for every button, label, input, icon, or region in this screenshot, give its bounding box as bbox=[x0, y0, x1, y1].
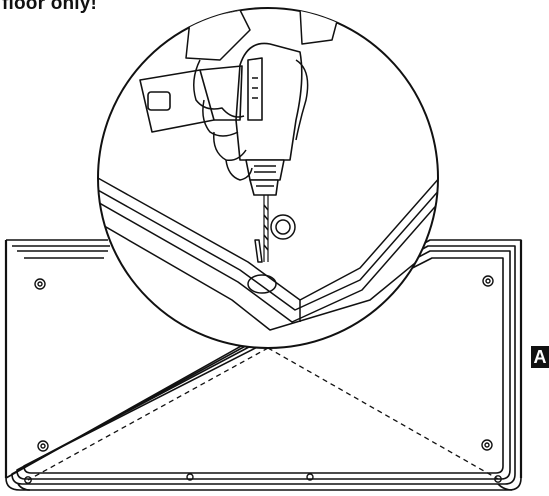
magnifier-circle-icon bbox=[97, 7, 439, 349]
page-heading: floor only! bbox=[2, 0, 98, 14]
leader-lines bbox=[27, 347, 499, 481]
screw-holes bbox=[24, 275, 502, 484]
drill-icon bbox=[139, 42, 303, 196]
door-panel-icon bbox=[4, 239, 523, 491]
callout-badge-a: A bbox=[531, 346, 549, 368]
